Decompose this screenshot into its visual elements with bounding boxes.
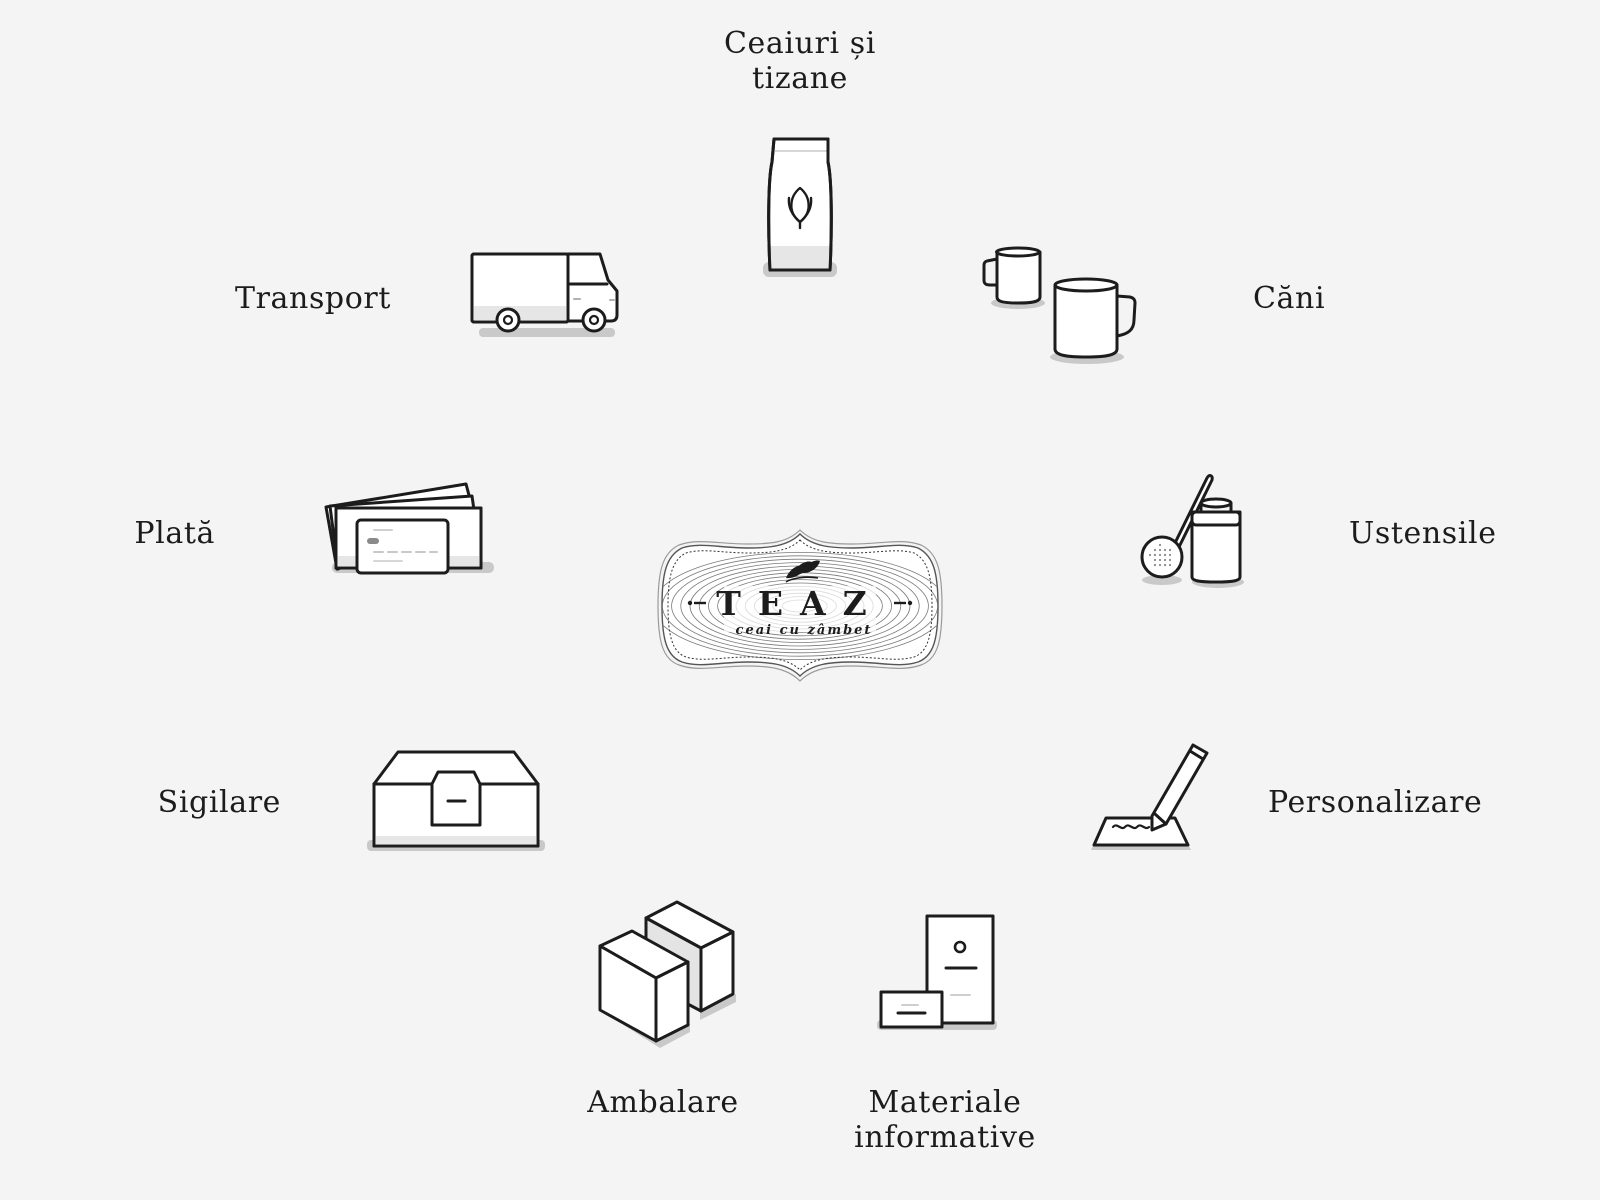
pencil-card-icon <box>1091 743 1209 850</box>
label-ustensile-text: Ustensile <box>1349 516 1497 551</box>
logo-tagline: ceai cu zâmbet <box>736 623 873 638</box>
label-cani[interactable]: Căni <box>1253 281 1325 316</box>
label-transport-text: Transport <box>234 281 391 316</box>
strainer-hole <box>1168 553 1172 557</box>
label-transport[interactable]: Transport <box>80 281 391 316</box>
label-sigilare[interactable]: Sigilare <box>80 785 281 820</box>
strainer-hole <box>1148 553 1152 557</box>
strainer-hole <box>1153 553 1157 557</box>
strainer-hole <box>1158 558 1162 562</box>
label-personalizare-text: Personalizare <box>1268 785 1483 820</box>
strainer-hole <box>1158 553 1162 557</box>
label-ambalare-text: Ambalare <box>587 1085 739 1120</box>
label-cani-text: Căni <box>1253 281 1326 316</box>
strainer-hole <box>1158 563 1162 567</box>
badge-guilloche-line <box>717 575 883 637</box>
sealed-box-icon <box>367 750 545 851</box>
boxes-icon <box>598 900 736 1048</box>
label-ustensile[interactable]: Ustensile <box>1349 516 1497 551</box>
strainer-hole <box>1158 548 1162 552</box>
badge-guilloche-line <box>662 555 938 657</box>
strainer-hole <box>1153 563 1157 567</box>
strainer-hole <box>1163 553 1167 557</box>
strainer-hole <box>1168 563 1172 567</box>
badge-guilloche-line <box>662 552 938 661</box>
label-sigilare-text: Sigilare <box>157 785 281 820</box>
strainer-hole <box>1158 543 1162 547</box>
badge-guilloche-line <box>680 562 920 650</box>
strainer-and-tin-icon <box>1140 474 1244 588</box>
strainer-hole <box>1153 548 1157 552</box>
leaflets-icon <box>877 914 997 1030</box>
payment-cards-icon <box>324 482 494 575</box>
label-personalizare[interactable]: Personalizare <box>1268 785 1482 820</box>
label-plata-text: Plată <box>134 516 215 551</box>
label-ceaiuri-si-tizane[interactable]: Ceaiuri și tizane <box>650 26 950 96</box>
label-materiale-line-1: Materiale <box>868 1085 1022 1120</box>
label-plata[interactable]: Plată <box>80 516 215 551</box>
strainer-hole <box>1168 558 1172 562</box>
label-materiale-line-2: informative <box>854 1120 1036 1155</box>
delivery-truck-icon <box>470 252 619 337</box>
label-ceaiuri-line-1: Ceaiuri și <box>724 26 876 61</box>
mugs-icon <box>982 246 1137 364</box>
label-ceaiuri-line-2: tizane <box>751 61 849 96</box>
strainer-hole <box>1163 548 1167 552</box>
strainer-hole <box>1153 558 1157 562</box>
badge-guilloche-line <box>671 558 929 654</box>
strainer-hole <box>1163 563 1167 567</box>
label-materiale-informative[interactable]: Materiale informative <box>820 1085 1070 1155</box>
teaz-logo: TEAZ ceai cu zâmbet <box>657 529 943 682</box>
strainer-hole <box>1163 558 1167 562</box>
strainer-hole <box>1168 548 1172 552</box>
label-ambalare[interactable]: Ambalare <box>563 1085 763 1120</box>
tea-bag-icon <box>763 137 837 277</box>
logo-wordmark: TEAZ <box>716 584 883 623</box>
